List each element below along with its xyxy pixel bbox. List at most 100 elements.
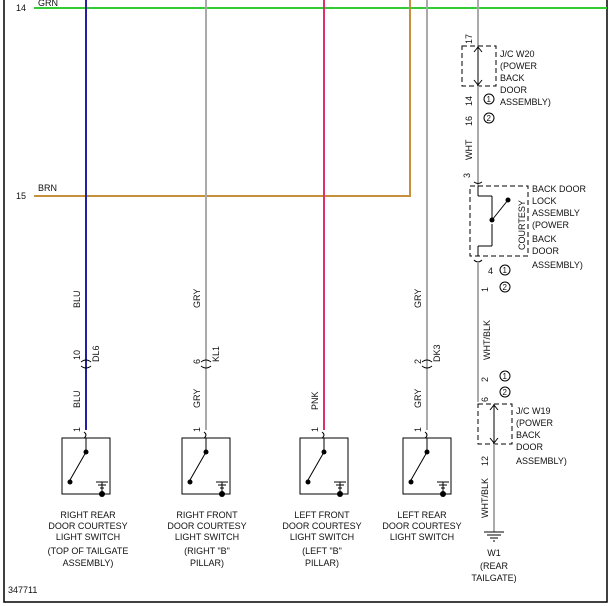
- svg-text:ASSEMBLY): ASSEMBLY): [532, 260, 583, 270]
- svg-text:PILLAR): PILLAR): [305, 558, 339, 568]
- svg-text:LOCK: LOCK: [532, 196, 557, 206]
- svg-text:DOOR COURTESY: DOOR COURTESY: [282, 521, 361, 531]
- svg-text:17: 17: [464, 34, 474, 44]
- svg-text:PILLAR): PILLAR): [190, 558, 224, 568]
- caption-left-front: LEFT FRONT DOOR COURTESY LIGHT SWITCH (L…: [282, 510, 361, 568]
- svg-text:6: 6: [480, 397, 490, 402]
- right-rear-connector: DL6: [91, 345, 101, 362]
- svg-text:(TOP OF TAILGATE: (TOP OF TAILGATE: [48, 546, 129, 556]
- svg-text:DOOR COURTESY: DOOR COURTESY: [48, 521, 127, 531]
- svg-text:BACK: BACK: [500, 73, 525, 83]
- svg-text:(LEFT "B": (LEFT "B": [302, 546, 342, 556]
- lock-circle-1-label: 1: [503, 266, 508, 275]
- svg-text:14: 14: [464, 96, 474, 106]
- wht-blk-pin: 2: [480, 377, 490, 382]
- svg-text:LIGHT SWITCH: LIGHT SWITCH: [390, 532, 454, 542]
- diagram-frame: [3, 0, 608, 603]
- wht-pin: 16: [464, 116, 474, 126]
- lock-circle-2: [499, 281, 511, 293]
- svg-text:J/C W19: J/C W19: [516, 406, 551, 416]
- svg-text:BACK: BACK: [516, 430, 541, 440]
- right-front-connector: KL1: [211, 346, 221, 362]
- jc-w20: 17 14 1 2 J/C W20 (POWER BACK DOOR ASSEM…: [461, 34, 551, 124]
- right-rear-upper-code: BLU: [72, 290, 82, 308]
- svg-text:(POWER: (POWER: [532, 220, 569, 230]
- svg-text:2: 2: [487, 114, 492, 123]
- caption-right-front: RIGHT FRONT DOOR COURTESY LIGHT SWITCH (…: [167, 510, 246, 568]
- svg-text:DOOR: DOOR: [500, 85, 528, 95]
- switch-right-front: [181, 431, 231, 497]
- svg-text:DOOR COURTESY: DOOR COURTESY: [382, 521, 461, 531]
- svg-text:LIGHT SWITCH: LIGHT SWITCH: [175, 532, 239, 542]
- ground-wire-code: WHT/BLK: [480, 478, 490, 518]
- wht-code: WHT: [464, 139, 474, 160]
- right-rear-lower-code: BLU: [72, 390, 82, 408]
- right-front-lower-code: GRY: [192, 389, 202, 408]
- back-door-lock-assembly: 3 COURTESY BACK DOOR LOCK ASSEMBLY (POWE…: [462, 173, 587, 270]
- right-front-switch-pin: 1: [192, 427, 202, 432]
- svg-text:BACK: BACK: [532, 234, 557, 244]
- right-rear-switch-pin: 1: [72, 427, 82, 432]
- svg-text:(POWER: (POWER: [516, 418, 553, 428]
- left-front-lower-code: PNK: [310, 391, 320, 410]
- bus-brn-number: 15: [16, 191, 26, 201]
- right-front-pin: 6: [192, 359, 202, 364]
- jc-w19: 6 12 J/C W19 (POWER BACK DOOR ASSEMBLY): [477, 397, 567, 466]
- svg-text:1: 1: [487, 95, 492, 104]
- right-rear-connector-symbol: [80, 359, 92, 369]
- left-rear-switch-pin: 1: [413, 427, 423, 432]
- wht-blk-code: WHT/BLK: [482, 320, 492, 360]
- w19-circle-2-label: 2: [503, 388, 508, 397]
- ground-label: W1 (REAR TAILGATE): [471, 548, 516, 583]
- w19-circle-1-label: 1: [503, 372, 508, 381]
- lock-connector-symbol: [473, 259, 483, 263]
- caption-left-rear: LEFT REAR DOOR COURTESY LIGHT SWITCH: [382, 510, 461, 542]
- w19-circle-2: [499, 386, 511, 398]
- bus-brn-wire: [34, 0, 411, 197]
- svg-text:TAILGATE): TAILGATE): [471, 573, 516, 583]
- left-front-switch-pin: 1: [310, 427, 320, 432]
- switch-right-rear: [61, 431, 111, 497]
- right-front-upper-code: GRY: [192, 289, 202, 308]
- right-front-connector-symbol: [200, 359, 212, 369]
- svg-text:LEFT REAR: LEFT REAR: [397, 510, 447, 520]
- left-rear-connector-symbol: [421, 359, 433, 369]
- bus-grn-number: 14: [16, 3, 26, 13]
- switch-left-rear: [402, 431, 452, 497]
- svg-text:ASSEMBLY): ASSEMBLY): [63, 558, 114, 568]
- lock-pin-bottom: 4: [488, 266, 493, 276]
- switch-left-front: [299, 431, 349, 497]
- svg-text:J/C W20: J/C W20: [500, 49, 535, 59]
- svg-text:W1: W1: [487, 548, 501, 558]
- svg-text:LIGHT SWITCH: LIGHT SWITCH: [56, 532, 120, 542]
- svg-text:(POWER: (POWER: [500, 61, 537, 71]
- caption-right-rear: RIGHT REAR DOOR COURTESY LIGHT SWITCH (T…: [48, 510, 129, 568]
- svg-text:LEFT FRONT: LEFT FRONT: [294, 510, 350, 520]
- lock-pin-mid: 1: [480, 287, 490, 292]
- svg-text:DOOR: DOOR: [532, 246, 560, 256]
- svg-text:RIGHT FRONT: RIGHT FRONT: [176, 510, 238, 520]
- bus-grn-code: GRN: [38, 0, 58, 8]
- svg-text:DOOR: DOOR: [516, 442, 544, 452]
- svg-text:ASSEMBLY: ASSEMBLY: [532, 208, 580, 218]
- svg-text:BACK DOOR: BACK DOOR: [532, 184, 587, 194]
- lock-circle-1: [499, 264, 511, 276]
- svg-text:LIGHT SWITCH: LIGHT SWITCH: [290, 532, 354, 542]
- left-rear-pin: 2: [413, 359, 423, 364]
- ground-symbol: [484, 531, 504, 542]
- svg-text:12: 12: [480, 456, 490, 466]
- lock-circle-2-label: 2: [503, 283, 508, 292]
- svg-text:COURTESY: COURTESY: [517, 200, 527, 250]
- left-rear-connector: DK3: [432, 344, 442, 362]
- left-rear-upper-code: GRY: [413, 289, 423, 308]
- svg-text:ASSEMBLY): ASSEMBLY): [500, 97, 551, 107]
- svg-text:3: 3: [462, 173, 472, 178]
- svg-text:(REAR: (REAR: [480, 561, 509, 571]
- svg-text:(RIGHT "B": (RIGHT "B": [184, 546, 230, 556]
- svg-text:RIGHT REAR: RIGHT REAR: [60, 510, 116, 520]
- svg-text:ASSEMBLY): ASSEMBLY): [516, 456, 567, 466]
- right-rear-pin: 10: [72, 350, 82, 360]
- w19-circle-1: [499, 370, 511, 382]
